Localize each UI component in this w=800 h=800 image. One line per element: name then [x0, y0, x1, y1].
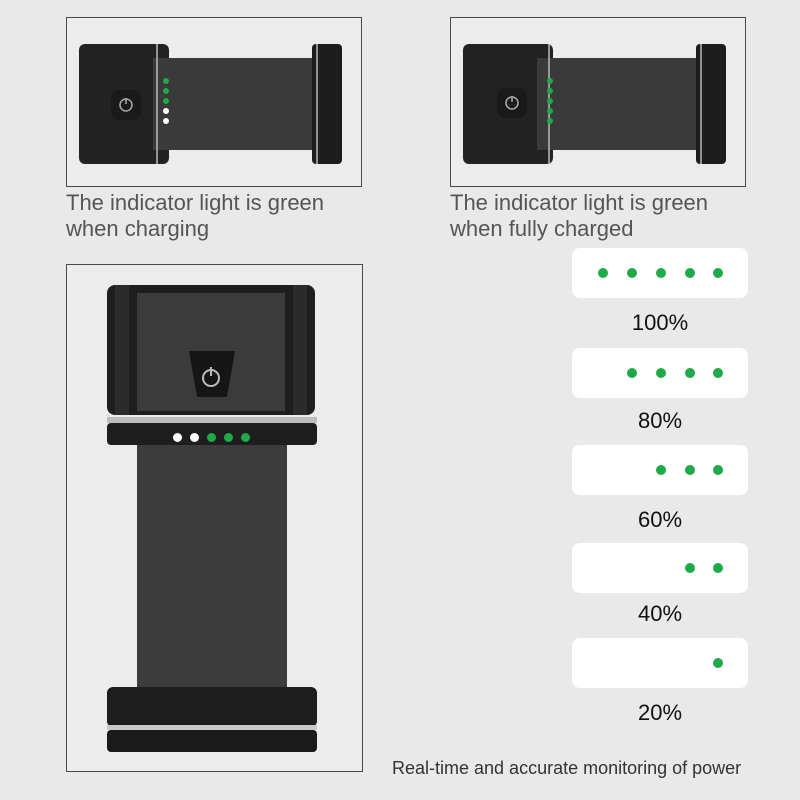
- indicator-light: [163, 108, 169, 114]
- indicator-light: [163, 118, 169, 124]
- power-monitoring-note: Real-time and accurate monitoring of pow…: [392, 758, 742, 778]
- indicator-light: [547, 88, 553, 94]
- indicator-light: [547, 108, 553, 114]
- indicator-light: [163, 88, 169, 94]
- battery-dot: [713, 465, 723, 475]
- battery-dot: [656, 268, 666, 278]
- battery-level-label: 100%: [631, 310, 689, 335]
- battery-level-pill: [572, 348, 748, 398]
- indicator-light: [163, 78, 169, 84]
- full-charge-photo: [450, 17, 746, 187]
- battery-level-label: 80%: [637, 408, 683, 433]
- main-device-photo: [66, 264, 363, 772]
- battery-dot: [627, 268, 637, 278]
- battery-dot: [685, 368, 695, 378]
- battery-dot: [656, 368, 666, 378]
- battery-level-pill: [572, 445, 748, 495]
- indicator-light: [190, 433, 199, 442]
- battery-dot: [713, 268, 723, 278]
- charging-caption: The indicator light is green when chargi…: [66, 190, 325, 241]
- battery-dot: [713, 563, 723, 573]
- battery-dot: [656, 465, 666, 475]
- flashlight-front-image: [107, 285, 317, 752]
- battery-level-pill: [572, 248, 748, 298]
- battery-dot: [685, 465, 695, 475]
- charging-photo: [66, 17, 362, 187]
- indicator-light: [224, 433, 233, 442]
- battery-dot: [713, 368, 723, 378]
- indicator-light: [547, 98, 553, 104]
- battery-level-label: 60%: [637, 507, 683, 532]
- full-charge-caption: The indicator light is green when fully …: [450, 190, 709, 241]
- battery-level-pill: [572, 638, 748, 688]
- indicator-light: [547, 78, 553, 84]
- battery-level-pill: [572, 543, 748, 593]
- battery-level-label: 20%: [637, 700, 683, 725]
- battery-dot: [685, 268, 695, 278]
- indicator-light: [173, 433, 182, 442]
- indicator-light: [547, 118, 553, 124]
- indicator-light: [207, 433, 216, 442]
- flashlight-side-image-2: [463, 44, 726, 164]
- flashlight-side-image: [79, 44, 342, 164]
- battery-dot: [598, 268, 608, 278]
- battery-level-label: 40%: [637, 601, 683, 626]
- battery-dot: [713, 658, 723, 668]
- indicator-light: [241, 433, 250, 442]
- battery-dot: [627, 368, 637, 378]
- battery-dot: [685, 563, 695, 573]
- indicator-light: [163, 98, 169, 104]
